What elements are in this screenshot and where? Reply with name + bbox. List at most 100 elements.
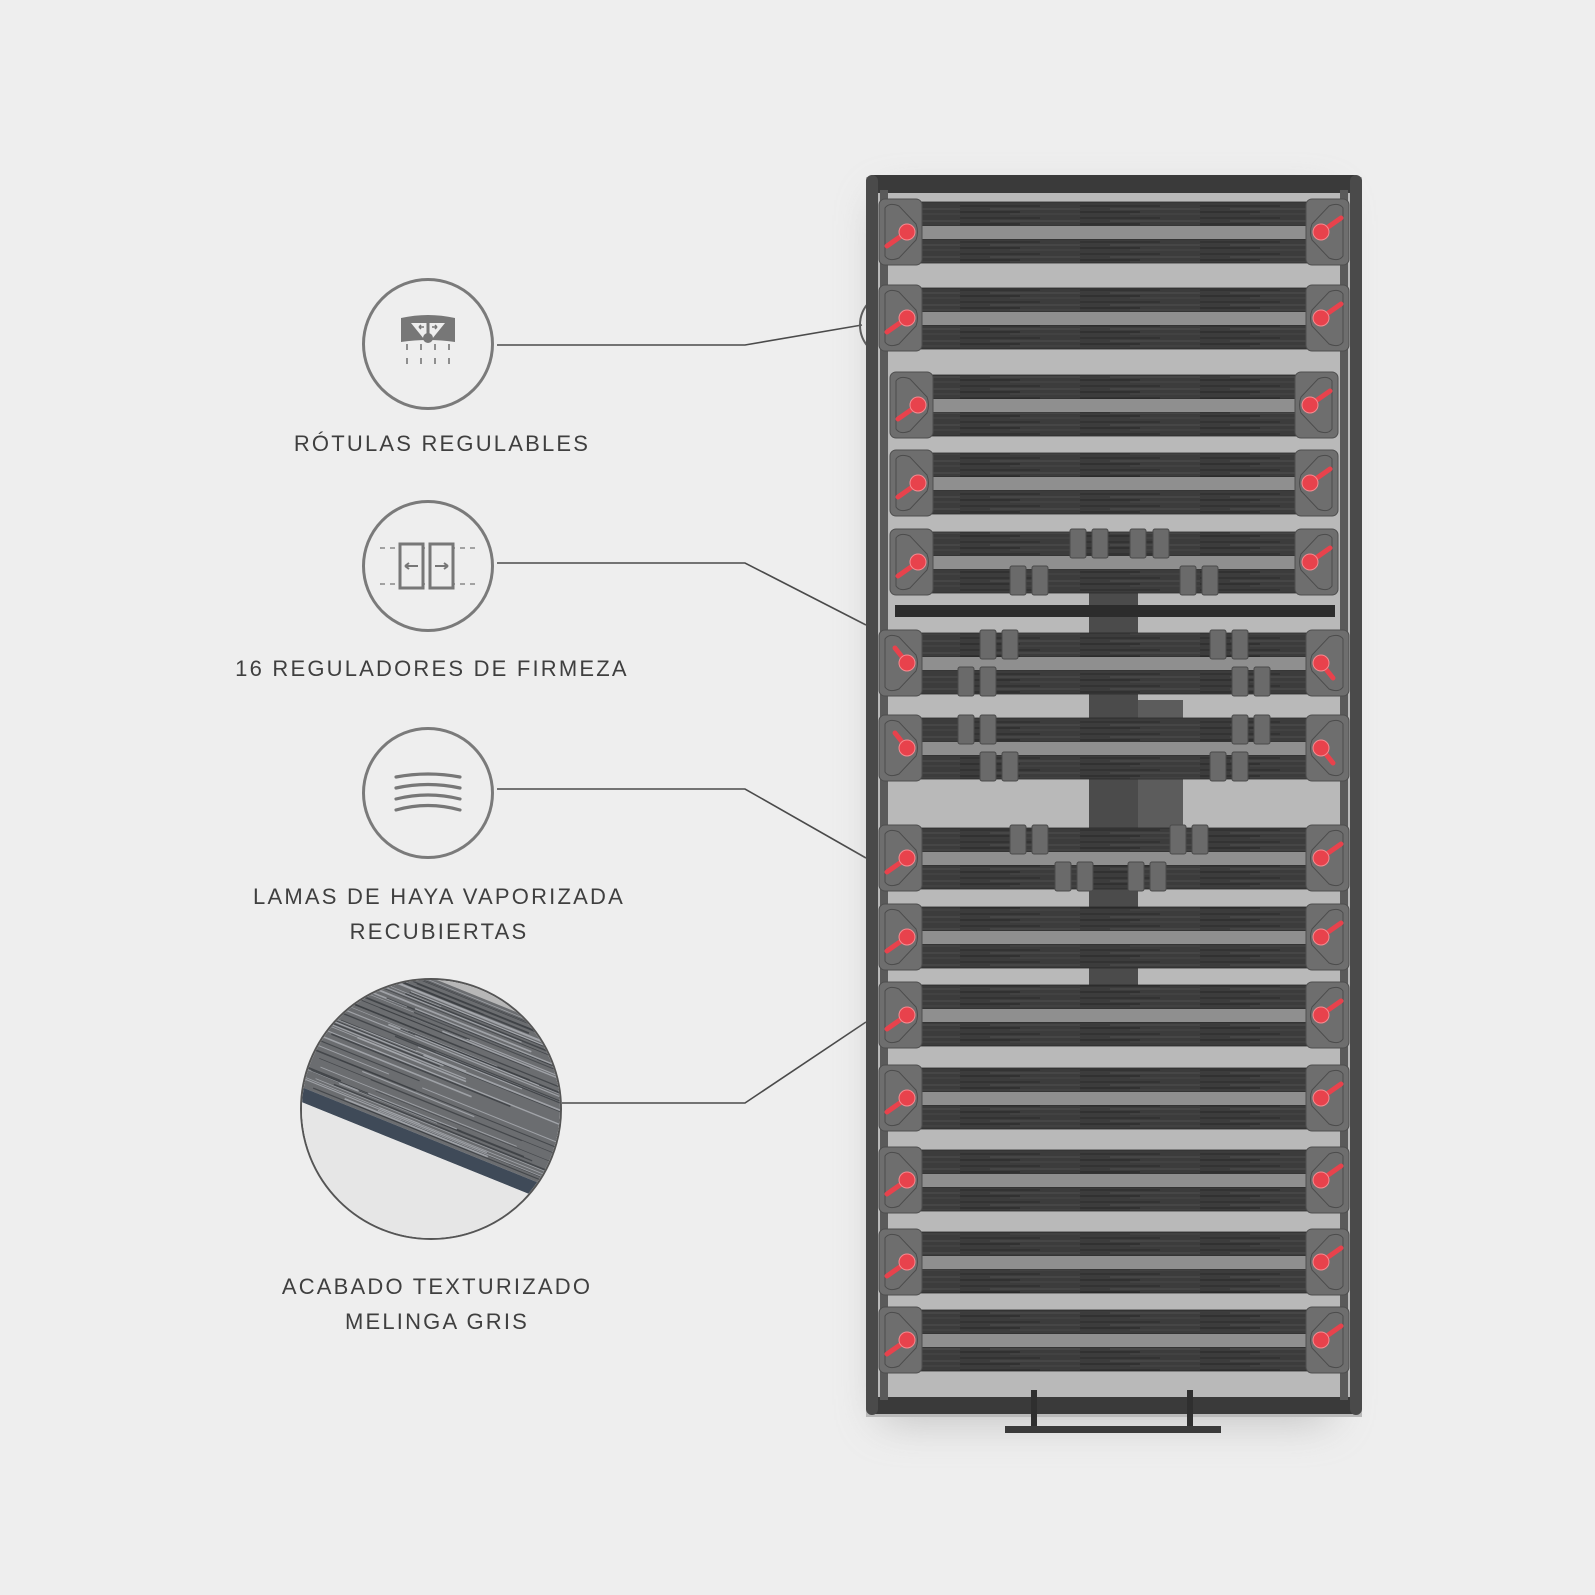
firmness-regulator: [1031, 824, 1049, 855]
adjustment-knob-icon: [1312, 223, 1330, 241]
slat-pair: [878, 1306, 1350, 1374]
firmness-regulator: [979, 751, 997, 782]
firmness-regulator: [1169, 824, 1187, 855]
firmness-regulator: [1091, 528, 1109, 559]
slat: [899, 1021, 1329, 1047]
slat: [899, 1067, 1329, 1093]
adjustment-knob-icon: [1312, 309, 1330, 327]
slat-holder-right: [1305, 1064, 1350, 1132]
firmness-regulator: [979, 666, 997, 697]
adjustment-knob-icon: [898, 223, 916, 241]
frame-right-rail: [1350, 175, 1362, 1415]
slat-holder-left: [878, 1064, 923, 1132]
slat: [899, 238, 1329, 264]
slat-pair: [889, 528, 1339, 596]
holder-outline: [884, 1069, 918, 1127]
slat: [899, 287, 1329, 313]
firmness-regulator: [1231, 751, 1249, 782]
slat-gap: [900, 312, 1328, 325]
slat-holder-left: [889, 371, 934, 439]
adjustment-knob-icon: [1312, 1331, 1330, 1349]
slat-holder-right: [1305, 1228, 1350, 1296]
adjustment-knob-icon: [898, 309, 916, 327]
holder-outline: [1310, 1069, 1344, 1127]
slat-holder-right: [1305, 714, 1350, 782]
slat: [899, 1231, 1329, 1257]
adjustment-knob-icon: [1312, 739, 1330, 757]
connector-lamas: [497, 788, 867, 859]
holder-outline: [884, 203, 918, 261]
holder-outline: [1310, 908, 1344, 966]
slat-holder-left: [878, 981, 923, 1049]
slat-holder-left: [878, 714, 923, 782]
adjustment-knob-icon: [1301, 396, 1319, 414]
slat-gap: [900, 852, 1328, 865]
slat: [899, 827, 1329, 853]
slat-pair: [878, 629, 1350, 697]
slat-holder-left: [878, 903, 923, 971]
slat-gap: [900, 226, 1328, 239]
firmness-regulator: [1054, 861, 1072, 892]
slat-holder-left: [878, 824, 923, 892]
slat: [899, 1104, 1329, 1130]
holder-outline: [884, 719, 918, 777]
firmness-regulator: [1191, 824, 1209, 855]
holder-outline: [884, 829, 918, 887]
feature-badge: [362, 500, 494, 632]
slat: [899, 943, 1329, 969]
slat: [910, 531, 1318, 557]
adjustment-knob-icon: [898, 849, 916, 867]
slat-gap: [911, 556, 1317, 569]
slat-holder-right: [1294, 528, 1339, 596]
slat: [899, 754, 1329, 780]
slat-pair: [878, 714, 1350, 782]
adjustable-joint-icon: [401, 315, 455, 364]
slat: [899, 984, 1329, 1010]
firmness-regulator: [1076, 861, 1094, 892]
slat-gap: [900, 931, 1328, 944]
adjustment-knob-icon: [898, 928, 916, 946]
adjustment-knob-icon: [1312, 1006, 1330, 1024]
adjustment-knob-icon: [898, 1331, 916, 1349]
holder-outline: [884, 289, 918, 347]
firmness-regulator: [1253, 666, 1271, 697]
holder-outline: [1310, 829, 1344, 887]
firmness-regulator: [979, 714, 997, 745]
slat-holder-left: [878, 1228, 923, 1296]
holder-outline: [1299, 533, 1333, 591]
slat: [899, 201, 1329, 227]
slat: [899, 1346, 1329, 1372]
slat: [899, 324, 1329, 350]
holder-outline: [884, 1311, 918, 1369]
label-line: RECUBIERTAS: [349, 919, 529, 944]
firmness-regulator: [1127, 861, 1145, 892]
holder-outline: [1310, 203, 1344, 261]
slat-holder-right: [1305, 903, 1350, 971]
slat: [899, 906, 1329, 932]
adjustment-knob-icon: [909, 474, 927, 492]
holder-outline: [1310, 719, 1344, 777]
slat-holder-right: [1305, 629, 1350, 697]
holder-outline: [895, 376, 929, 434]
slat: [910, 411, 1318, 437]
adjustment-knob-icon: [1301, 553, 1319, 571]
holder-outline: [884, 986, 918, 1044]
holder-outline: [884, 908, 918, 966]
slat-pair: [889, 449, 1339, 517]
slat-gap: [911, 477, 1317, 490]
firmness-regulator: [957, 666, 975, 697]
adjustment-knob-icon: [909, 396, 927, 414]
adjustment-knob-icon: [898, 1253, 916, 1271]
adjustment-knob-icon: [898, 654, 916, 672]
firmness-regulator: [1069, 528, 1087, 559]
firmness-regulator: [1001, 629, 1019, 660]
frame-top-rail: [866, 175, 1362, 193]
firmness-regulator: [1179, 565, 1197, 596]
slat-pair: [878, 824, 1350, 892]
holder-outline: [1310, 1151, 1344, 1209]
label-line: MELINGA GRIS: [344, 1309, 530, 1334]
holder-outline: [1299, 454, 1333, 512]
label-line: 16 REGULADORES DE FIRMEZA: [235, 656, 629, 681]
slat: [899, 1149, 1329, 1175]
adjustment-knob-icon: [898, 1089, 916, 1107]
